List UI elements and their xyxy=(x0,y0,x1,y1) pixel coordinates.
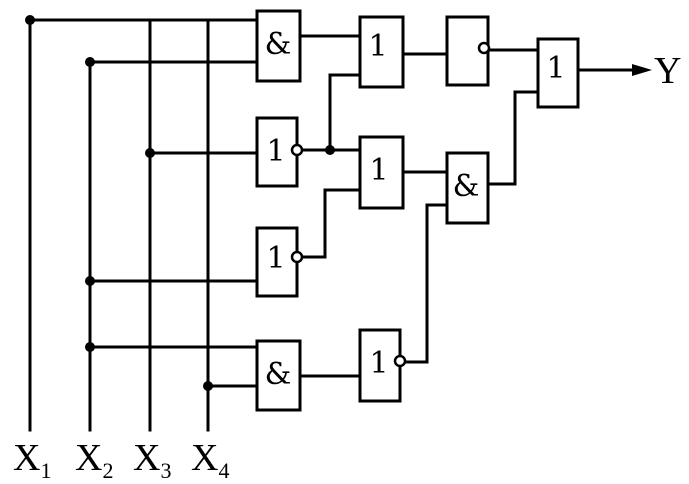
junction-dot xyxy=(85,57,95,67)
gate-symbol: 1 xyxy=(369,346,388,381)
input-label-x1: X1 xyxy=(13,437,51,483)
junction-dot xyxy=(325,145,335,155)
gate-nor-1: 1 xyxy=(255,116,304,188)
gate-or-mid: 1 xyxy=(358,135,405,210)
gate-symbol: 1 xyxy=(266,241,285,276)
gate-symbol: 1 xyxy=(368,29,387,64)
gate-and-mid: & xyxy=(445,151,490,225)
gate-symbol: 1 xyxy=(546,51,565,86)
gate-not-top xyxy=(445,15,491,87)
wire-nor1-to-or-top xyxy=(328,73,362,152)
gate-and-top: & xyxy=(255,9,302,83)
gate-symbol: 1 xyxy=(266,134,285,169)
gate-nor-3: 1 xyxy=(358,328,407,403)
junction-dot xyxy=(25,15,35,25)
output-arrow-icon xyxy=(632,64,652,76)
junction-dot xyxy=(203,381,213,391)
wire-nor3-to-and-mid xyxy=(403,203,449,364)
gate-symbol: & xyxy=(453,169,480,204)
junction-dot xyxy=(145,148,155,158)
wire-and-mid-to-or-out xyxy=(486,90,540,186)
gate-and-low: & xyxy=(255,339,302,412)
gate-symbol: 1 xyxy=(369,153,388,188)
wire-nor2-to-or-mid xyxy=(300,188,362,259)
gate-nor-2: 1 xyxy=(255,226,304,298)
output-label: Y xyxy=(654,50,681,92)
gate-symbol: & xyxy=(265,357,292,392)
gate-or-out: 1 xyxy=(536,37,580,109)
junction-dot xyxy=(85,276,95,286)
gate-symbol: & xyxy=(265,27,292,62)
input-label-x2: X2 xyxy=(75,437,113,483)
gate-or-top: 1 xyxy=(358,15,405,89)
input-label-x4: X4 xyxy=(191,437,229,483)
input-label-x3: X3 xyxy=(133,437,171,483)
junction-dot xyxy=(85,342,95,352)
